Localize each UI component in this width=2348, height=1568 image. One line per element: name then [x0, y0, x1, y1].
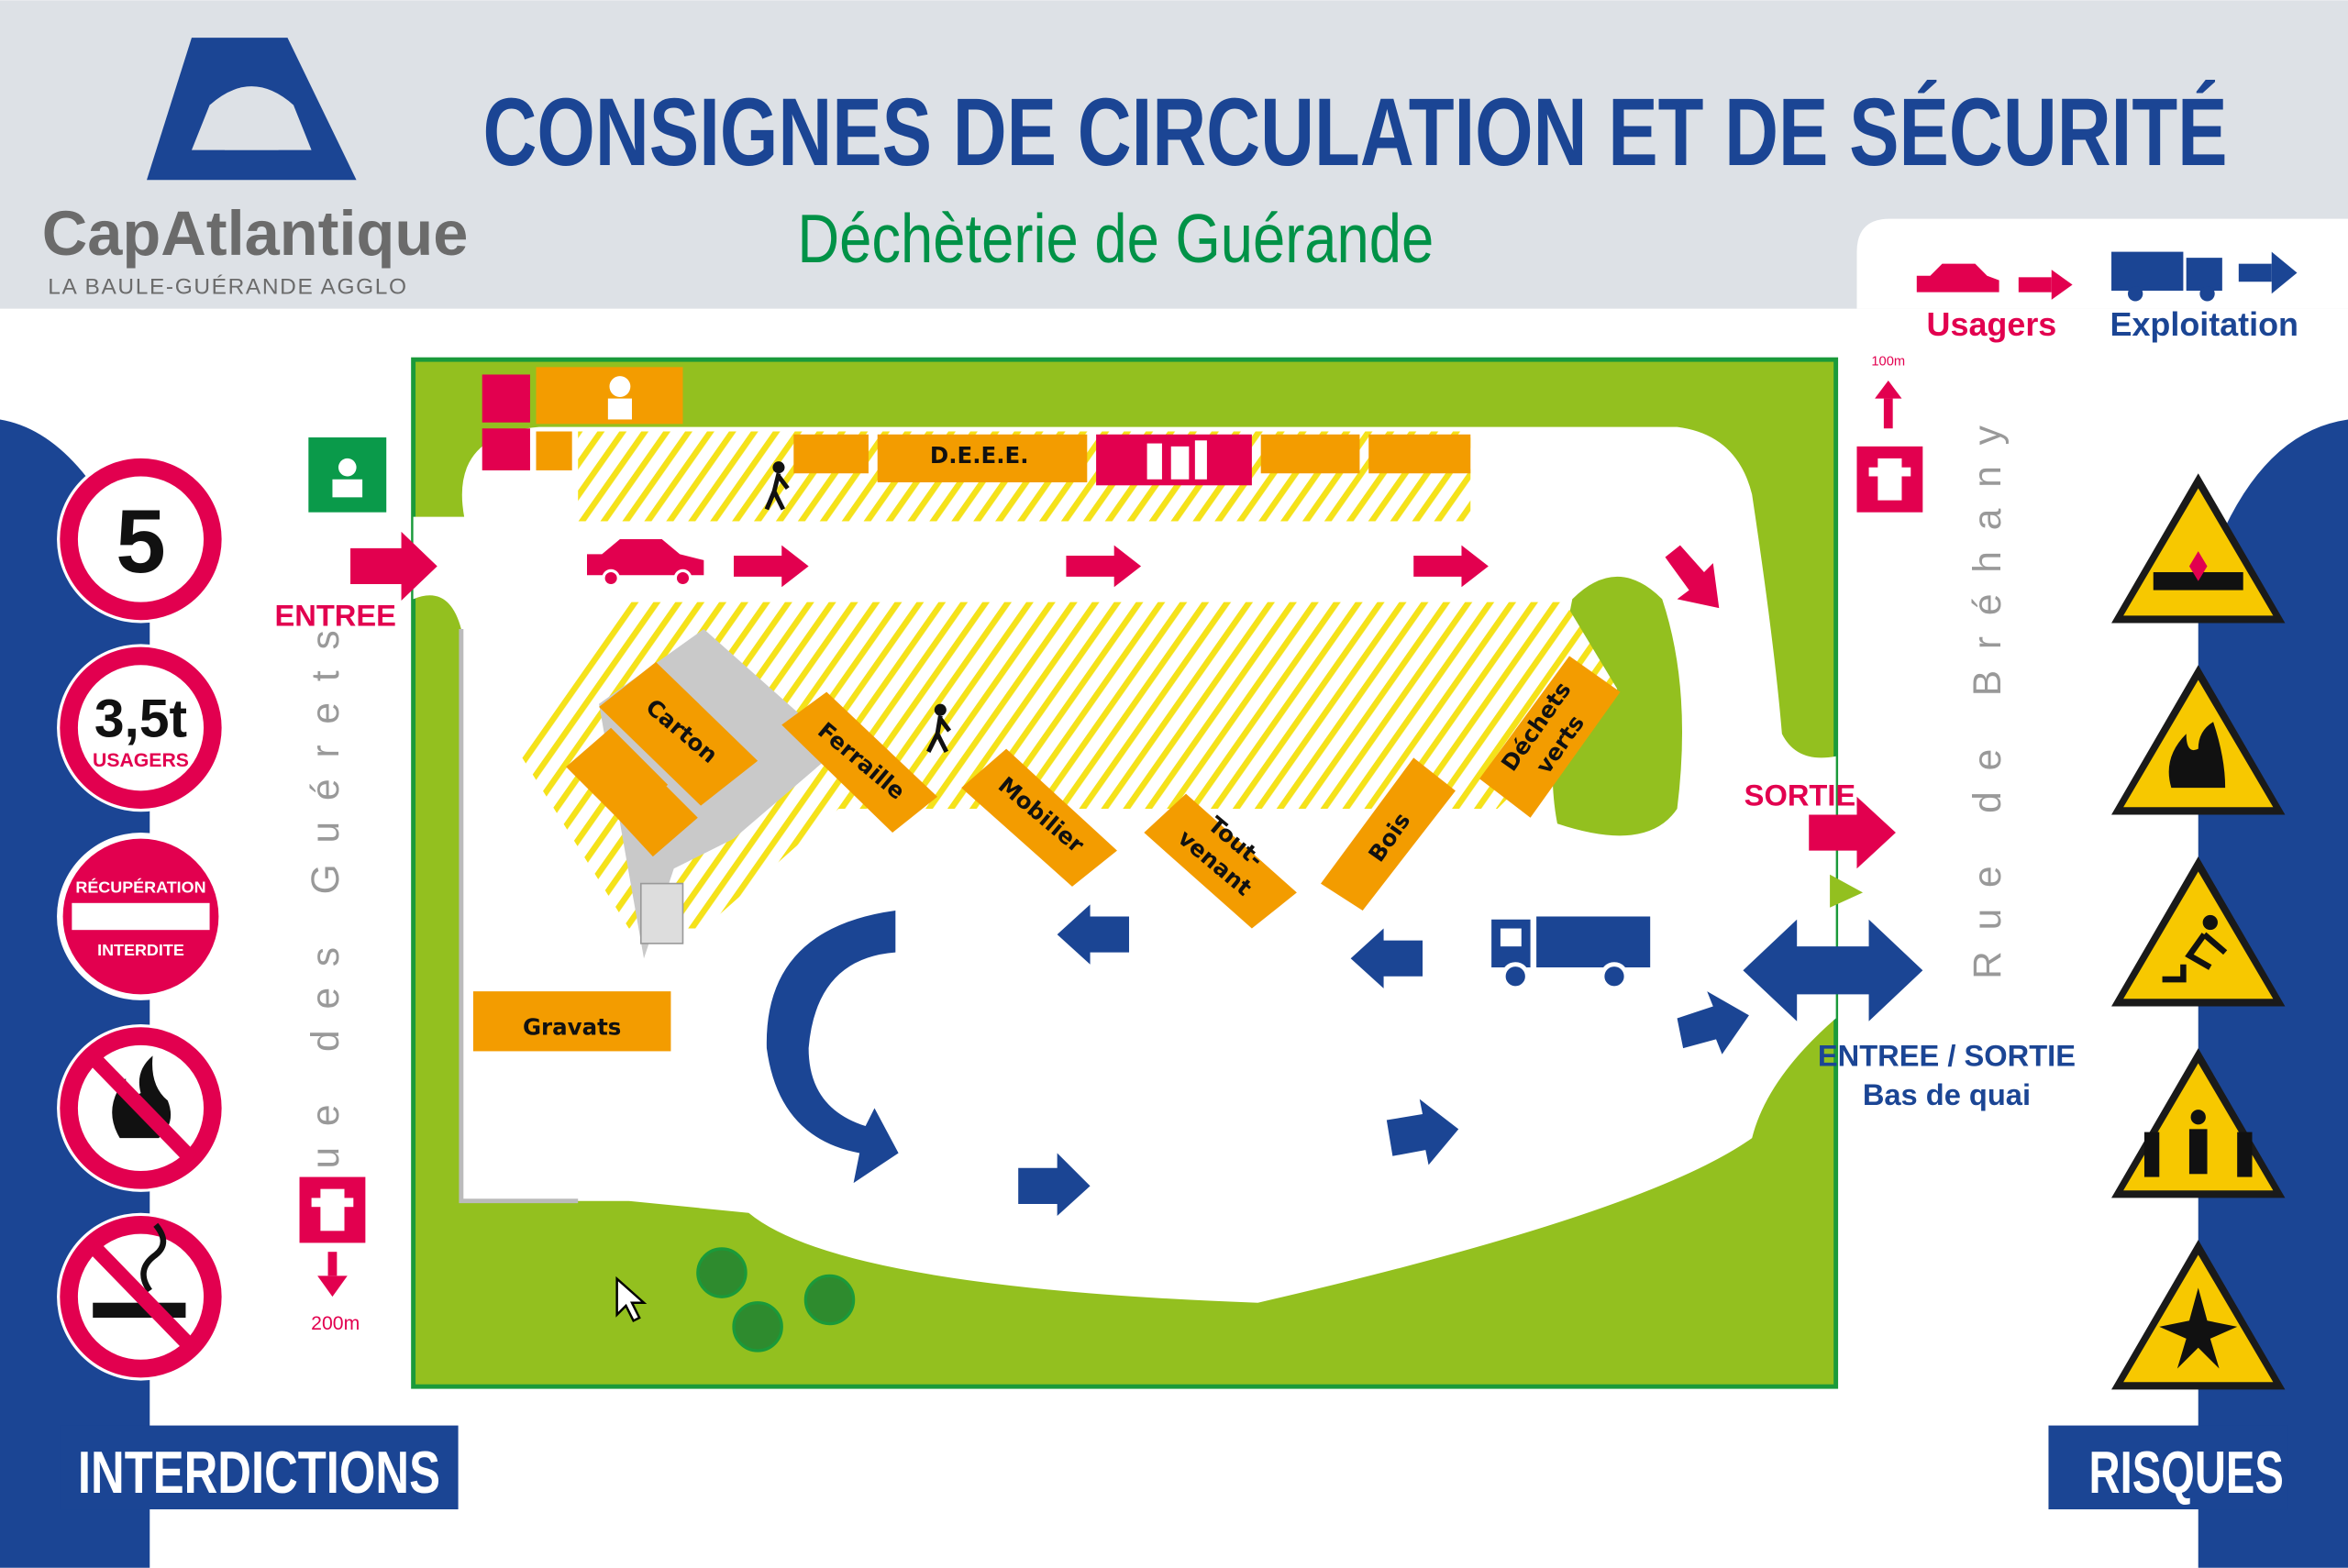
bin-dechets-verts: Déchets verts	[1479, 656, 1621, 818]
legend-operations: Exploitation	[2110, 251, 2298, 343]
fire-hydrant-right: 100m	[1856, 355, 1923, 513]
weight-limit-sign: 3,5t USAGERS	[57, 644, 225, 812]
exit-label: SORTIE	[1744, 778, 1856, 812]
fire-extinguisher-icon	[482, 374, 530, 423]
pedestrian-icon	[926, 703, 952, 753]
arrow-right-icon	[2051, 270, 2073, 300]
legend-users: Usagers	[1916, 263, 2073, 343]
risques-header	[2048, 1425, 2288, 1510]
entrance-label: ENTREE	[275, 599, 396, 633]
stairs	[639, 882, 684, 944]
svg-text:INTERDITE: INTERDITE	[97, 941, 184, 959]
svg-text:100m: 100m	[1871, 355, 1905, 370]
shrubs	[696, 1247, 856, 1353]
traffic-arrows-operations	[766, 904, 1923, 1217]
svg-text:RÉCUPÉRATION: RÉCUPÉRATION	[75, 877, 205, 896]
interdictions-header	[60, 1425, 459, 1510]
legend-operations-label: Exploitation	[2110, 305, 2298, 343]
svg-text:3,5t: 3,5t	[94, 690, 187, 749]
fall-risk-sign	[2111, 856, 2286, 1007]
page-title: CONSIGNES DE CIRCULATION ET DE SÉCURITÉ	[483, 79, 2228, 186]
bin-gravats	[472, 991, 671, 1052]
entrance-arrow-icon	[350, 531, 437, 601]
pedestrian-icon	[764, 461, 790, 511]
fire-hydrant-left: 200m	[299, 1176, 366, 1334]
no-smoking-sign	[57, 1212, 225, 1381]
truck-icon	[1491, 916, 1651, 991]
risques-title: RISQUES	[2089, 1439, 2284, 1506]
svg-text:5: 5	[116, 491, 165, 591]
explosion-risk-sign	[2111, 1240, 2286, 1390]
dock-entrance-label: ENTREE / SORTIE	[1818, 1039, 2076, 1073]
truck-icon	[2111, 251, 2184, 292]
collision-risk-sign	[2111, 473, 2286, 624]
car-icon	[1916, 263, 1999, 293]
logo-name: CapAtlantique	[42, 198, 469, 269]
bin-deee-label: D.E.E.E.	[930, 442, 1029, 469]
bin-deee	[877, 434, 1088, 483]
car-icon	[587, 539, 704, 576]
cigarette-icon	[93, 1302, 186, 1319]
page-subtitle: Déchèterie de Guérande	[797, 200, 1434, 277]
capatlantique-logo: CapAtlantique LA BAULE-GUÉRANDE AGGLO	[42, 38, 469, 299]
interdictions-title: INTERDICTIONS	[78, 1439, 440, 1506]
fire-risk-sign	[2111, 665, 2286, 815]
bin-gravats-label: Gravats	[523, 1013, 621, 1040]
arrow-up-icon	[1875, 381, 1902, 399]
street-right-label: Rue de Bréhany	[1966, 404, 2009, 979]
speed-limit-sign: 5	[57, 455, 225, 624]
crushing-risk-sign	[2111, 1048, 2286, 1198]
legend-users-label: Usagers	[1927, 305, 2057, 343]
no-fire-sign	[57, 1024, 225, 1192]
arrow-down-icon	[317, 1275, 348, 1297]
logo-tagline: LA BAULE-GUÉRANDE AGGLO	[48, 274, 407, 299]
mouse-cursor-icon	[615, 1275, 648, 1322]
dock-subtitle-label: Bas de quai	[1863, 1077, 2031, 1111]
phone-icon	[482, 428, 530, 470]
traffic-arrows-users	[734, 545, 1720, 609]
arrow-right-icon	[2271, 251, 2298, 294]
no-recovery-sign: RÉCUPÉRATION INTERDITE	[57, 833, 225, 1000]
svg-text:200m: 200m	[311, 1313, 360, 1334]
svg-text:USAGERS: USAGERS	[93, 750, 189, 771]
street-left-label: Rue des Guérets	[304, 609, 347, 1218]
worker-icon	[609, 376, 631, 397]
exit-arrow-icon	[1809, 796, 1896, 869]
bin-walkway	[516, 602, 1618, 929]
